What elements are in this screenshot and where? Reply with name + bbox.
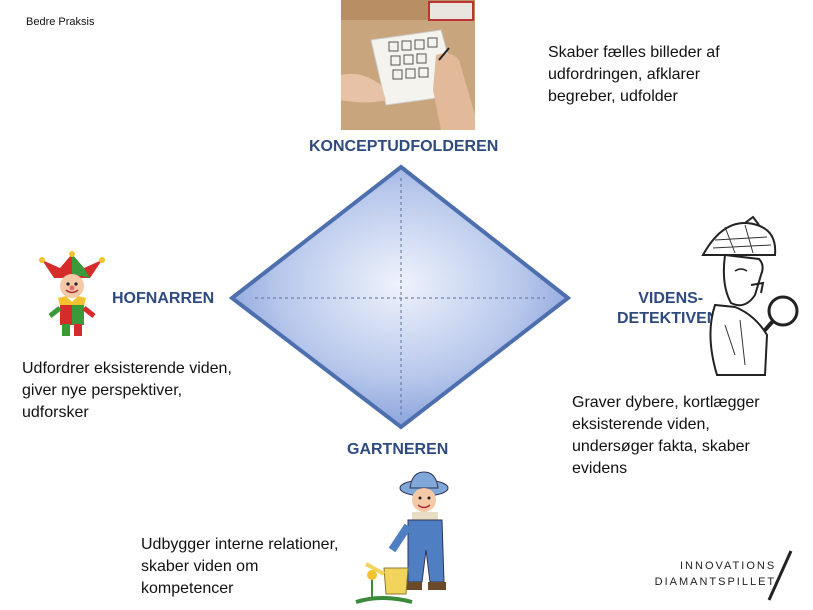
role-desc-right: Graver dybere, kortlægger eksisterende v… [572, 392, 760, 480]
logo-text: INNOVATIONS DIAMANTSPILLET [652, 558, 776, 590]
desc-line: undersøger fakta, skaber [572, 438, 750, 455]
desc-line: eksisterende viden, [572, 416, 710, 433]
desc-line: Graver dybere, kortlægger [572, 394, 760, 411]
sketching-hands-photo [341, 0, 475, 130]
role-desc-bottom: Udbygger interne relationer, skaber vide… [141, 534, 338, 600]
desc-line: Udfordrer eksisterende viden, [22, 360, 232, 377]
role-title-bottom: GARTNEREN [347, 441, 449, 458]
diamond-shape [228, 164, 572, 430]
desc-line: evidens [572, 460, 628, 477]
logo-line: INNOVATIONS [680, 560, 777, 572]
gardener-icon [355, 471, 449, 604]
role-title-right-line1: VIDENS- [638, 290, 704, 307]
desc-line: skaber viden om [141, 558, 259, 575]
role-title-right-line2: DETEKTIVEN [617, 310, 719, 327]
role-title-top: KONCEPTUDFOLDEREN [309, 138, 499, 155]
org-label: Bedre Praksis [26, 16, 95, 28]
desc-line: begreber, udfolder [548, 88, 678, 105]
detective-icon [701, 215, 799, 376]
logo-line: DIAMANTSPILLET [654, 576, 777, 588]
role-title-left: HOFNARREN [112, 290, 215, 307]
logo-slash-icon [767, 550, 793, 601]
desc-line: giver nye perspektiver, [22, 382, 183, 399]
desc-line: kompetencer [141, 580, 234, 597]
desc-line: Udbygger interne relationer, [141, 536, 339, 553]
role-desc-top: Skaber fælles billeder af udfordringen, … [548, 42, 720, 108]
jester-icon [39, 251, 105, 336]
desc-line: Skaber fælles billeder af [548, 44, 720, 61]
role-desc-left: Udfordrer eksisterende viden, giver nye … [22, 358, 232, 424]
desc-line: udfordringen, afklarer [548, 66, 701, 83]
desc-line: udforsker [22, 404, 89, 421]
role-title-right: VIDENS- DETEKTIVEN [617, 289, 718, 329]
